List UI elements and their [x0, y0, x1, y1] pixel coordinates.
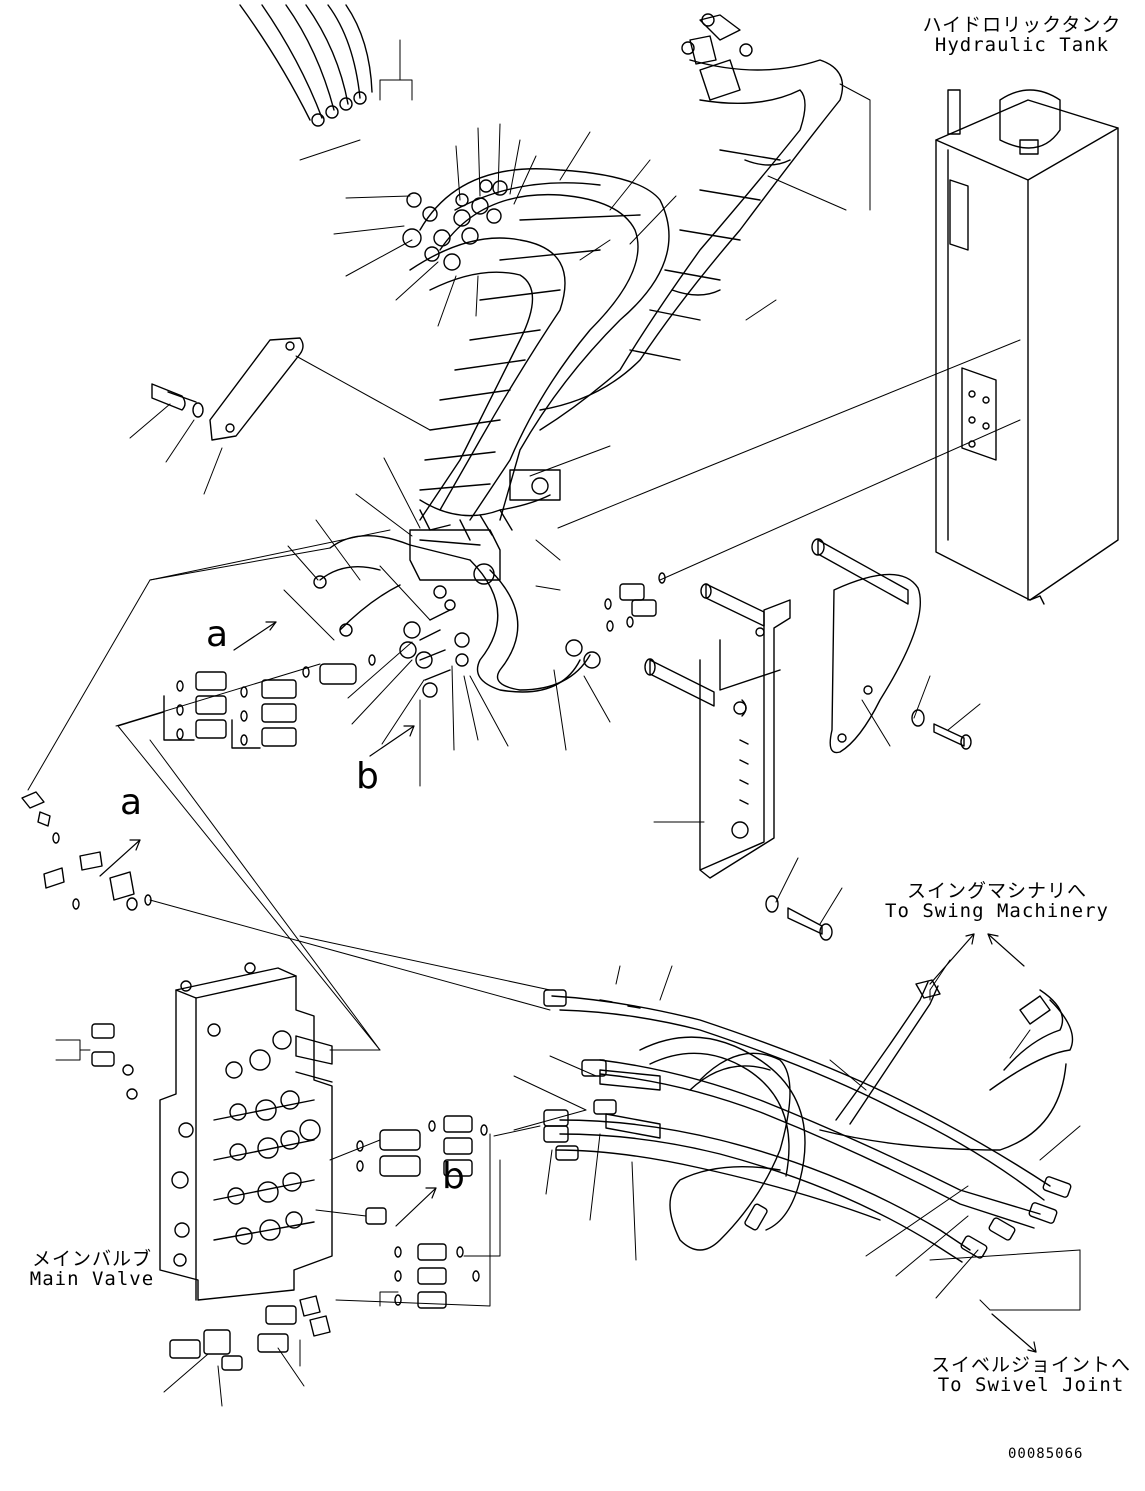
drawing-number: 00085066 — [1008, 1446, 1084, 1462]
swing-machinery-label: スイングマシナリへ To Swing Machinery — [872, 880, 1122, 922]
swing-machinery-label-en: To Swing Machinery — [885, 899, 1109, 922]
swivel-joint-label-en: To Swivel Joint — [937, 1373, 1125, 1396]
hose-clamp-center — [313, 469, 601, 698]
main-valve-label-jp: メインバルブ — [31, 1248, 152, 1270]
swing-machinery-label-jp: スイングマシナリへ — [906, 880, 1087, 902]
lower-hose-bundle — [543, 979, 1074, 1263]
fittings-row-a — [163, 654, 376, 749]
view-marker-a-lower: a — [120, 782, 143, 823]
arrows — [99, 621, 1037, 1353]
bolts-and-washers — [765, 709, 972, 941]
fittings-group-right — [604, 572, 666, 632]
leader-lines — [27, 39, 1081, 1407]
hydraulic-tank-label-jp: ハイドロリックタンク — [922, 14, 1122, 36]
valve-fittings-left — [21, 791, 256, 1100]
hydraulic-tank — [935, 89, 1119, 605]
view-marker-b-upper: b — [356, 756, 379, 797]
view-marker-a-upper: a — [206, 614, 229, 655]
main-valve-label-en: Main Valve — [29, 1267, 155, 1290]
swivel-joint-label: スイベルジョイントへ To Swivel Joint — [926, 1354, 1136, 1396]
pressure-sensors — [169, 1295, 331, 1371]
tank-return-hose — [539, 13, 844, 431]
view-marker-b-lower: b — [442, 1156, 465, 1197]
hydraulic-tank-label-en: Hydraulic Tank — [934, 33, 1110, 56]
fittings-row-b — [356, 1115, 488, 1309]
swivel-joint-label-jp: スイベルジョイントへ — [930, 1354, 1131, 1376]
upper-hose-bundle — [239, 4, 670, 541]
cover-plate — [829, 573, 921, 754]
main-valve-label: メインバルブ Main Valve — [24, 1248, 160, 1290]
support-bracket — [644, 538, 909, 879]
main-valve — [159, 967, 333, 1301]
hydraulic-tank-label: ハイドロリックタンク Hydraulic Tank — [912, 14, 1132, 56]
bracket-plate — [151, 337, 304, 441]
